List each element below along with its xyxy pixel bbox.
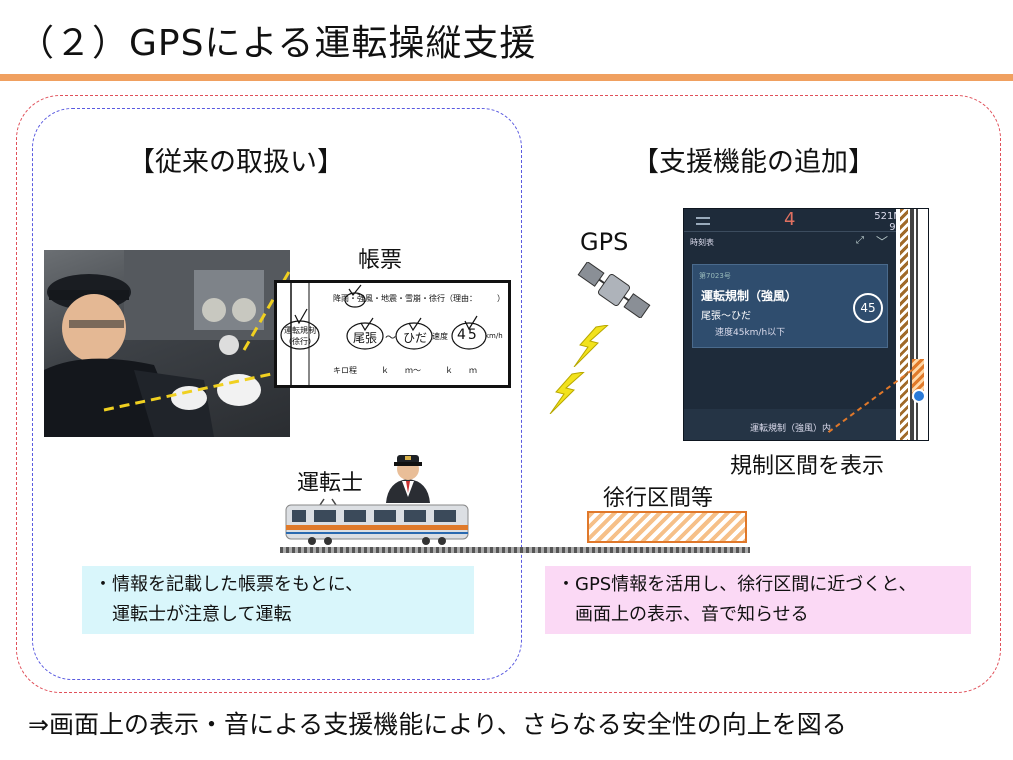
chit-speed-label: 速度: [432, 332, 448, 341]
menu-icon[interactable]: [696, 217, 710, 225]
signal-bolt-icon: [573, 325, 609, 367]
speed-badge: 45: [853, 293, 883, 323]
slow-section-block: [587, 511, 747, 543]
footer-statement: ⇒画面上の表示・音による支援機能により、さらなる安全性の向上を図る: [28, 710, 847, 739]
inner-frame: [32, 108, 522, 680]
card-route: 尾張～ひだ: [701, 311, 751, 322]
right-note-line-1: ・GPS情報を活用し、徐行区間に近づくと、: [557, 574, 917, 595]
screen-train-info: 521M98: [874, 211, 902, 233]
driver-label: 運転士: [297, 471, 364, 496]
card-train-number: 第7023号: [699, 272, 731, 280]
chit-station-b: ひだ: [403, 331, 428, 345]
train-icon: [285, 498, 469, 545]
cab-display-screen: 4 521M98 時刻表 ⤢ ﹀ 第7023号 運転規制（強風） 尾張～ひだ 速…: [683, 208, 929, 441]
outer-frame: [16, 95, 1001, 693]
slow-section-label: 徐行区間等: [603, 486, 714, 511]
right-heading: 【支援機能の追加】: [632, 147, 875, 178]
chit-station-a: 尾張: [353, 331, 378, 345]
display-label: 規制区間を表示: [730, 454, 885, 479]
chevron-down-icon[interactable]: ﹀: [876, 235, 889, 249]
right-note: ・GPS情報を活用し、徐行区間に近づくと、 画面上の表示、音で知らせる: [545, 566, 971, 634]
chit-restriction-box: 運転規制（徐行）: [284, 326, 316, 346]
left-note: ・情報を記載した帳票をもとに、 運転士が注意して運転: [82, 566, 474, 634]
card-title: 運転規制（強風）: [701, 289, 798, 303]
gps-label: GPS: [580, 228, 629, 256]
signal-bolt-icon: [549, 372, 585, 414]
satellite-icon: [577, 262, 651, 318]
card-speed-limit: 速度45km/h以下: [715, 328, 786, 338]
pointer-line: [825, 369, 913, 435]
chit-kilo-row: キロ程 ｋ ｍ～ ｋ ｍ: [333, 366, 477, 375]
driver-figure-icon: [386, 455, 430, 503]
restriction-card: 第7023号 運転規制（強風） 尾張～ひだ 速度45km/h以下 45: [692, 264, 888, 348]
right-note-line-2: 画面上の表示、音で知らせる: [557, 604, 809, 625]
left-note-line-2: 運転士が注意して運転: [94, 604, 292, 625]
expand-icon[interactable]: ⤢: [856, 235, 864, 246]
screen-number: 4: [784, 209, 796, 230]
railway-track: [280, 547, 750, 553]
track-strip: [896, 209, 928, 440]
chit-tilde: ～: [385, 331, 396, 344]
chit-reason-row: 降雨・強風・地震・雪崩・徐行（理由： ）: [333, 294, 505, 303]
chit-label: 帳票: [358, 248, 403, 273]
chit-speed-value: 45: [457, 327, 479, 343]
chit-form: 降雨・強風・地震・雪崩・徐行（理由： ） 運転規制（徐行） 尾張 ～ ひだ 速度…: [274, 280, 511, 388]
slide-title: （２）GPSによる運転操縦支援: [18, 23, 537, 64]
driver-photo: [44, 250, 290, 437]
left-note-line-1: ・情報を記載した帳票をもとに、: [94, 574, 364, 595]
tab-timetable[interactable]: 時刻表: [690, 238, 714, 247]
train-position-marker: [912, 389, 926, 403]
screen-status-bar: 運転規制（強風）内: [750, 424, 832, 434]
title-underline: [0, 74, 1013, 81]
chit-speed-unit: km/h: [485, 332, 503, 340]
left-heading: 【従来の取扱い】: [128, 147, 344, 178]
